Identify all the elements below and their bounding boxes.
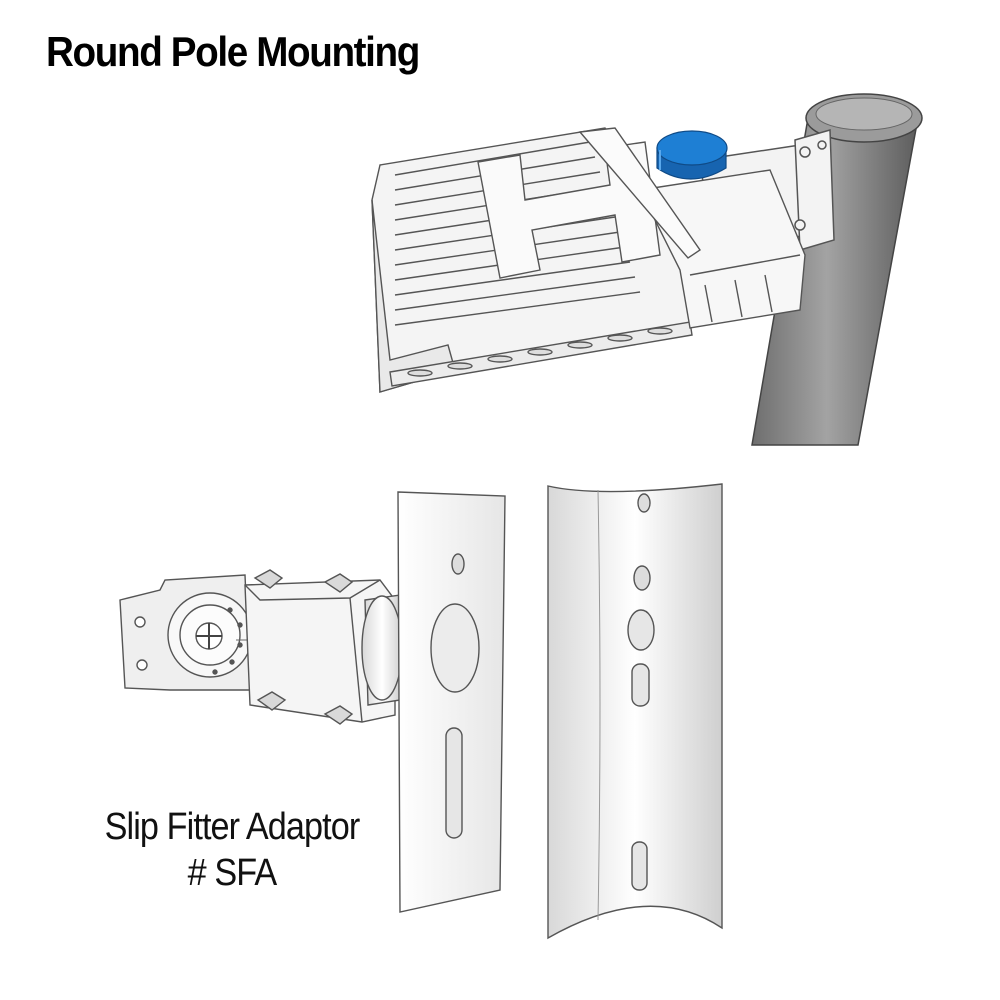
slip-fitter-knuckle: [119, 569, 403, 725]
caption-line-1: Slip Fitter Adaptor: [104, 806, 361, 848]
page-title: Round Pole Mounting: [46, 28, 420, 75]
pole-sleeve: [547, 483, 723, 940]
shoebox-fixture: [371, 127, 806, 393]
photocell-icon: [656, 130, 728, 180]
caption-line-2: # SFA: [187, 852, 278, 894]
pole: [751, 93, 923, 446]
slip-fitter-caption: Slip Fitter Adaptor # SFA: [82, 804, 382, 896]
adaptor-plate: [397, 491, 506, 913]
